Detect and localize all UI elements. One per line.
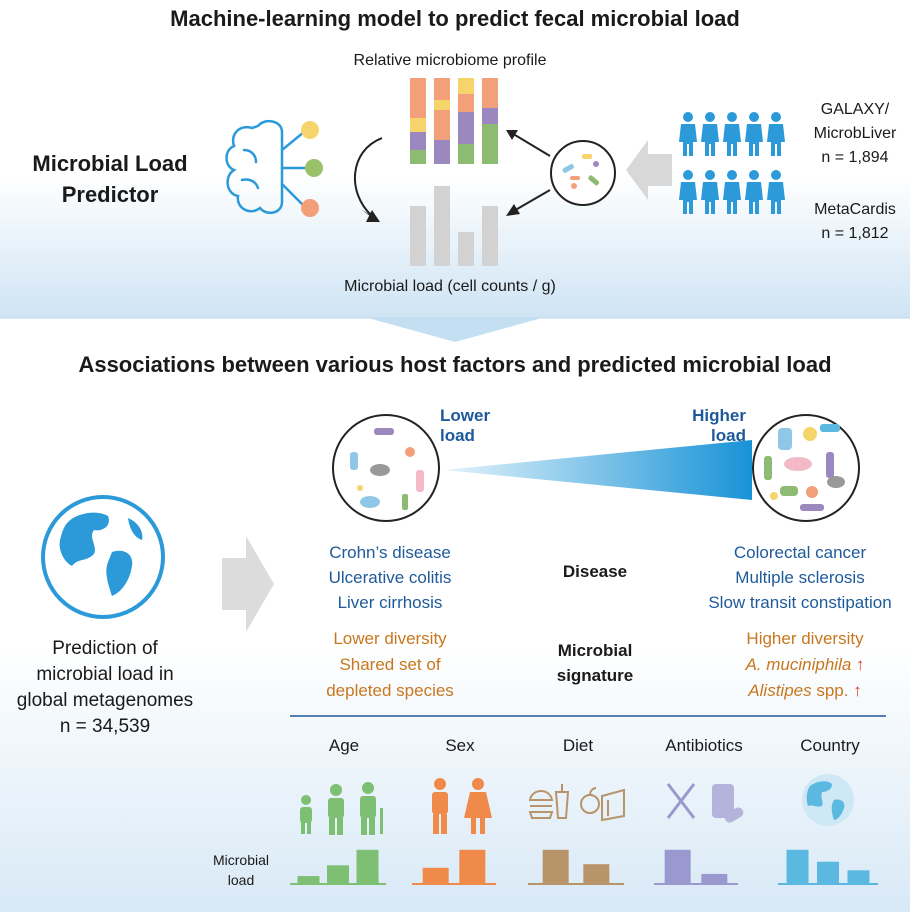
microbial-load-bars [410,186,498,266]
profile-label: Relative microbiome profile [353,52,547,69]
input-arrow [626,140,672,200]
up-arrow-icon: ↑ [853,681,862,700]
factor-bar [542,849,569,884]
relative-profile-bars [410,78,498,164]
bottom-title: Associations between various host factor… [78,352,832,377]
factor-sex-label: Sex [445,736,475,755]
divider [290,715,886,717]
factor-bar [327,865,349,884]
factor-bar [422,867,449,884]
factor-bar [583,864,610,884]
factor-diet-label: Diet [562,736,594,755]
lower-diseases: Crohn’s disease Ulcerative colitis Liver… [328,543,452,612]
disease-label: Disease [562,562,628,581]
people-cohort-icon [679,112,785,214]
factor-bar [817,861,839,884]
globe-small-icon [802,774,854,826]
factor-antibiotics-label: Antibiotics [665,736,743,755]
lower-signature: Lower diversity Shared set of depleted s… [326,629,454,700]
sample-arrows [506,130,551,216]
male-female-icon [432,778,492,834]
higher-diseases: Colorectal cancer Multiple sclerosis Slo… [708,543,892,612]
brain-network-icon [225,119,323,217]
factor-bar [786,849,809,884]
up-arrow-icon: ↑ [856,655,865,674]
factor-age-label: Age [328,736,360,755]
load-axis-label: Microbial load [212,852,269,888]
load-label: Microbial load (cell counts / g) [344,278,556,295]
load-gradient-wedge [444,440,752,500]
factor-country-label: Country [800,736,860,755]
factor-bar-charts [290,849,878,885]
pills-icon [666,783,744,823]
lower-load-label: Lower load [440,406,491,445]
cycle-arrow-icon [353,137,383,222]
section-arrow [368,318,542,342]
people-age-icon [300,782,383,835]
signature-label: Microbial signature [556,641,634,685]
cohort-galaxy: GALAXY/ MicrobLiver n = 1,894 [813,101,897,166]
higher-load-microbes-icon [752,414,860,522]
flow-arrow [222,536,274,632]
higher-signature: Higher diversity A. muciniphila ↑ Alisti… [745,629,865,700]
factor-bar [459,849,486,884]
factor-bar [701,873,728,884]
fecal-sample-icon [550,140,616,206]
globe-icon [41,495,165,619]
factor-bar [356,849,379,884]
factor-bar [847,870,870,884]
factor-bar [664,849,691,884]
top-title: Machine-learning model to predict fecal … [170,6,740,31]
higher-load-label: Higher load [692,406,746,445]
global-metagenomes: Prediction of microbial load in global m… [16,638,194,737]
predictor-label: Microbial Load Predictor [32,151,188,207]
lower-load-microbes-icon [332,414,440,522]
food-icon [528,784,625,822]
cohort-metacardis: MetaCardis n = 1,812 [814,201,896,242]
factor-bar [297,876,320,884]
